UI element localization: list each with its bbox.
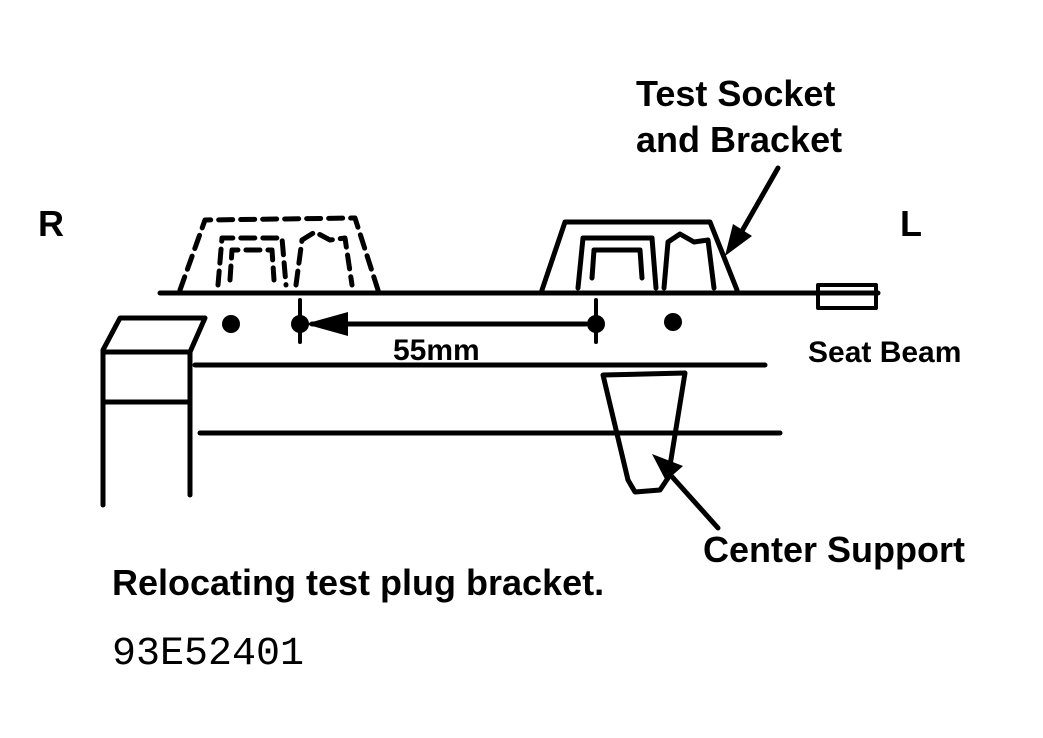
mount-hole-1: [222, 315, 240, 333]
label-right-side: R: [38, 203, 64, 244]
test-socket-bracket: [539, 219, 740, 293]
support-leader-line: [663, 467, 721, 531]
mount-hole-4: [664, 313, 682, 331]
figure-code: 93E52401: [112, 632, 304, 677]
center-support: [600, 370, 688, 495]
seat-beam-end: [816, 283, 878, 310]
support-leader-arrowhead: [652, 454, 683, 481]
label-center-support: Center Support: [703, 529, 965, 570]
label-test-socket-line1: Test Socket: [636, 73, 835, 114]
dimension-arrowhead: [305, 312, 348, 336]
caption: Relocating test plug bracket.: [112, 562, 604, 603]
socket-leader-line: [735, 165, 781, 241]
label-left-side: L: [900, 203, 922, 244]
old-bracket-outline: [177, 215, 381, 293]
left-block: [100, 315, 208, 508]
label-seat-beam: Seat Beam: [808, 336, 961, 369]
label-test-socket-line2: and Bracket: [636, 119, 842, 160]
socket-leader-arrowhead: [725, 224, 752, 256]
label-distance: 55mm: [393, 334, 480, 367]
